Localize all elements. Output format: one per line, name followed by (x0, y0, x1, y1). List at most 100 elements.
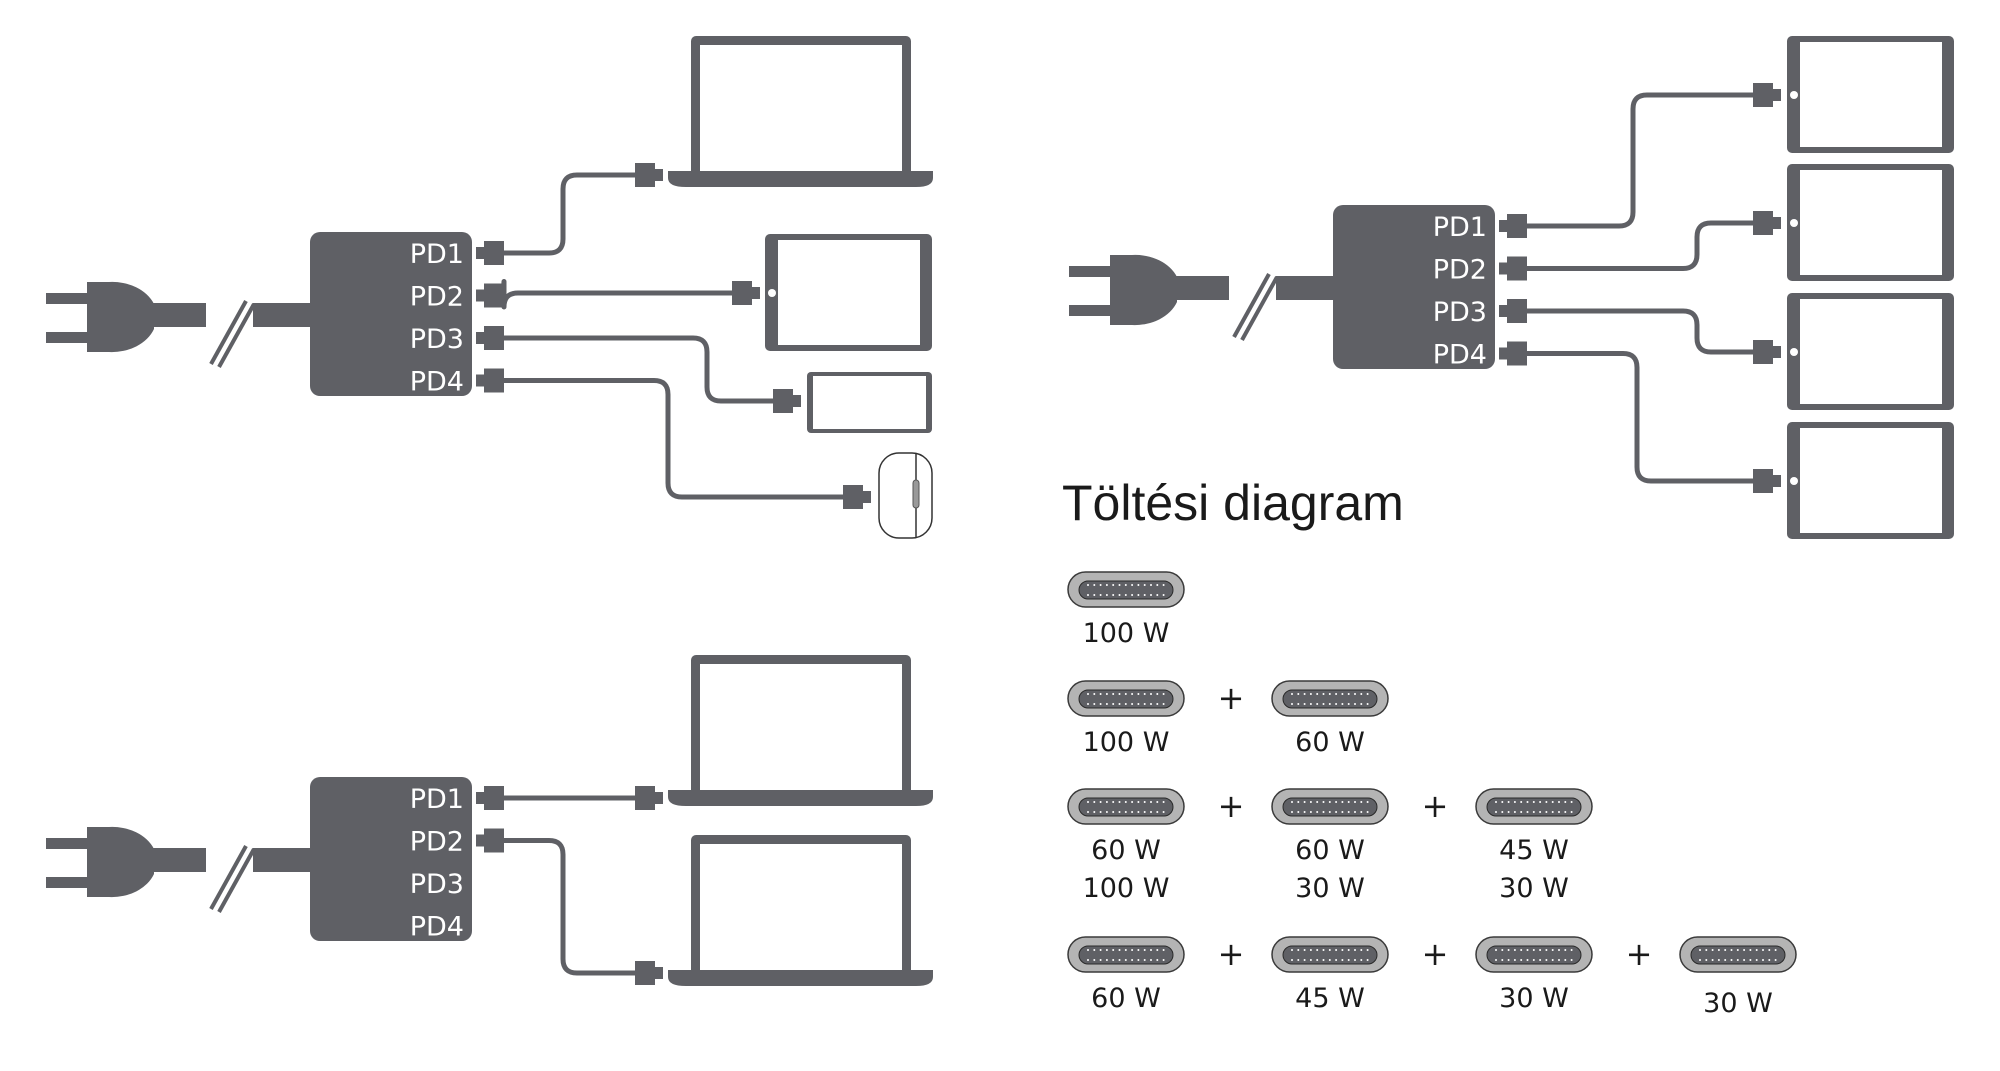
port-pin (1150, 949, 1152, 951)
hub-port-connector (484, 368, 504, 393)
port-pin (1297, 703, 1300, 705)
port-pin (1341, 959, 1344, 961)
port-pin (1736, 949, 1739, 951)
port-pin (1291, 801, 1293, 803)
port-pin (1150, 594, 1152, 596)
charging-row: 60 W+45 W+30 W+30 W (1067, 935, 1797, 1019)
port-pin (1774, 949, 1777, 951)
port-pin (1105, 811, 1108, 813)
port-pin (1124, 959, 1127, 961)
port-pin (1705, 949, 1708, 951)
laptop-icon (668, 655, 933, 806)
port-pin (1341, 811, 1344, 813)
port-pin (1143, 811, 1146, 813)
earbuds-case-icon (878, 452, 933, 539)
port-pin (1093, 949, 1096, 951)
port-pin (1150, 801, 1152, 803)
port-pin (1354, 959, 1356, 961)
port-pin (1105, 703, 1108, 705)
port-pin (1347, 959, 1350, 961)
laptop-base (668, 171, 933, 187)
port-label-pd4: PD4 (410, 912, 464, 943)
port-pin (1118, 801, 1121, 803)
port-pin (1762, 959, 1764, 961)
laptop-screen (700, 664, 902, 795)
charger-body (310, 777, 472, 941)
port-pin (1539, 801, 1542, 803)
port-pin (1131, 703, 1134, 705)
port-pin (1366, 811, 1369, 813)
port-pin (1551, 959, 1554, 961)
port-pin (1124, 594, 1127, 596)
port-pin (1360, 801, 1363, 803)
port-pin (1162, 703, 1165, 705)
plus-sign: + (1218, 679, 1245, 717)
port-pin (1736, 959, 1739, 961)
port-pin (1564, 801, 1567, 803)
port-pin (1162, 959, 1165, 961)
device-connector-tip (1772, 475, 1781, 487)
port-pin (1526, 811, 1529, 813)
device-connector (732, 281, 752, 305)
port-pin (1150, 693, 1152, 695)
port-inner (1486, 945, 1582, 965)
laptop-icon (668, 36, 933, 187)
port-pin (1099, 693, 1102, 695)
cord-break-mark (1240, 276, 1279, 341)
port-pin (1087, 584, 1089, 586)
port-pin (1520, 949, 1523, 951)
hub-port-connector (484, 828, 504, 853)
plug-prong (46, 293, 88, 304)
charging-row: 100 W (1067, 571, 1185, 649)
port-pin (1564, 811, 1567, 813)
port-pin (1118, 693, 1121, 695)
port-pin (1137, 949, 1140, 951)
port-pin (1558, 949, 1560, 951)
port-pin (1322, 801, 1325, 803)
port-pin (1526, 801, 1529, 803)
port-pin (1341, 801, 1344, 803)
port-pin (1087, 949, 1089, 951)
port-pin (1118, 959, 1121, 961)
port-pin (1545, 959, 1548, 961)
port-pin (1743, 949, 1746, 951)
power-cord (253, 848, 313, 872)
port-pin (1309, 811, 1312, 813)
port-pin (1724, 949, 1727, 951)
power-cord (253, 303, 313, 327)
device-connector (1753, 469, 1773, 493)
port-pin (1105, 801, 1108, 803)
plug-prong (46, 838, 88, 849)
port-pin (1774, 959, 1777, 961)
tablet-screen (1800, 42, 1942, 147)
plus-sign: + (1422, 787, 1449, 825)
cable-pd2 (487, 279, 732, 310)
port-label-pd2: PD2 (410, 827, 464, 858)
port-inner (1078, 689, 1174, 709)
device-connector (635, 163, 655, 187)
port-pin (1570, 811, 1573, 813)
port-pin (1366, 959, 1369, 961)
power-plug-icon (1069, 254, 1336, 341)
plus-sign: + (1422, 935, 1449, 973)
watt-label: 100 W (1083, 727, 1170, 758)
port-pin (1322, 959, 1325, 961)
watt-label: 60 W (1295, 835, 1365, 866)
hub-port-connector (484, 241, 504, 265)
device-connector-tip (862, 491, 871, 503)
usb-c-port-icon (1475, 936, 1593, 973)
tablet-home-button (768, 289, 776, 297)
port-pin (1162, 811, 1165, 813)
plug-prong (46, 877, 88, 888)
port-label-pd4: PD4 (410, 367, 464, 398)
port-pin (1360, 811, 1363, 813)
port-label-pd2: PD2 (1433, 255, 1487, 286)
laptop-screen (700, 844, 902, 975)
port-pin (1087, 693, 1089, 695)
port-pin (1137, 811, 1140, 813)
port-pin (1705, 959, 1708, 961)
device-connector-tip (654, 169, 663, 181)
port-pin (1112, 703, 1115, 705)
